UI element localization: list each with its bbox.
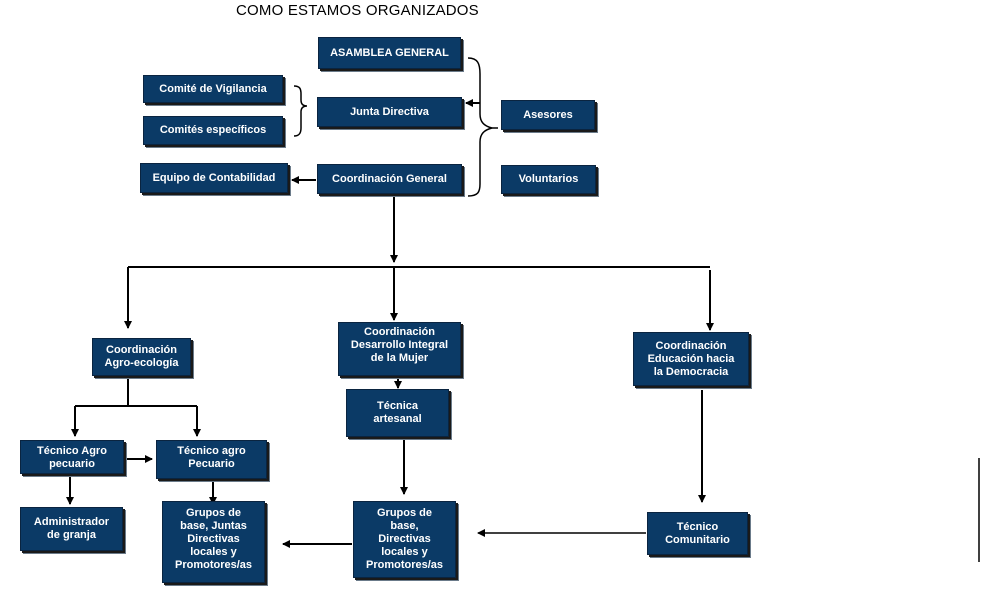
tecnico-comunitario-box[interactable]: Técnico Comunitario [647, 512, 748, 555]
coordinacion-agroecologia-box[interactable]: Coordinación Agro-ecología [92, 338, 191, 376]
tecnica-artesanal-box[interactable]: Técnica artesanal [346, 389, 449, 437]
coordinacion-general-box[interactable]: Coordinación General [317, 164, 462, 194]
asesores-box[interactable]: Asesores [501, 100, 595, 130]
equipo-contabilidad-box[interactable]: Equipo de Contabilidad [140, 163, 288, 193]
asamblea-general-box[interactable]: ASAMBLEA GENERAL [318, 37, 461, 69]
coordinacion-democracia-box[interactable]: Coordinación Educación hacia la Democrac… [633, 332, 749, 386]
junta-directiva-box[interactable]: Junta Directiva [317, 97, 462, 127]
tecnico-agro-pecuario-2-box[interactable]: Técnico agro Pecuario [156, 440, 267, 479]
grupos-base-1-box[interactable]: Grupos de base, Juntas Directivas locale… [162, 501, 265, 583]
page-title: COMO ESTAMOS ORGANIZADOS [236, 2, 479, 19]
grupos-base-2-box[interactable]: Grupos de base, Directivas locales y Pro… [353, 501, 456, 578]
comite-vigilancia-box[interactable]: Comité de Vigilancia [143, 75, 283, 103]
administrador-granja-box[interactable]: Administrador de granja [20, 507, 123, 551]
coordinacion-mujer-box[interactable]: Coordinación Desarrollo Integral de la M… [338, 322, 461, 376]
voluntarios-box[interactable]: Voluntarios [501, 165, 596, 194]
tecnico-agro-pecuario-box[interactable]: Técnico Agro pecuario [20, 440, 124, 474]
comites-especificos-box[interactable]: Comités específicos [143, 116, 283, 145]
bracket-committees [293, 85, 308, 137]
bracket-right [467, 57, 493, 197]
